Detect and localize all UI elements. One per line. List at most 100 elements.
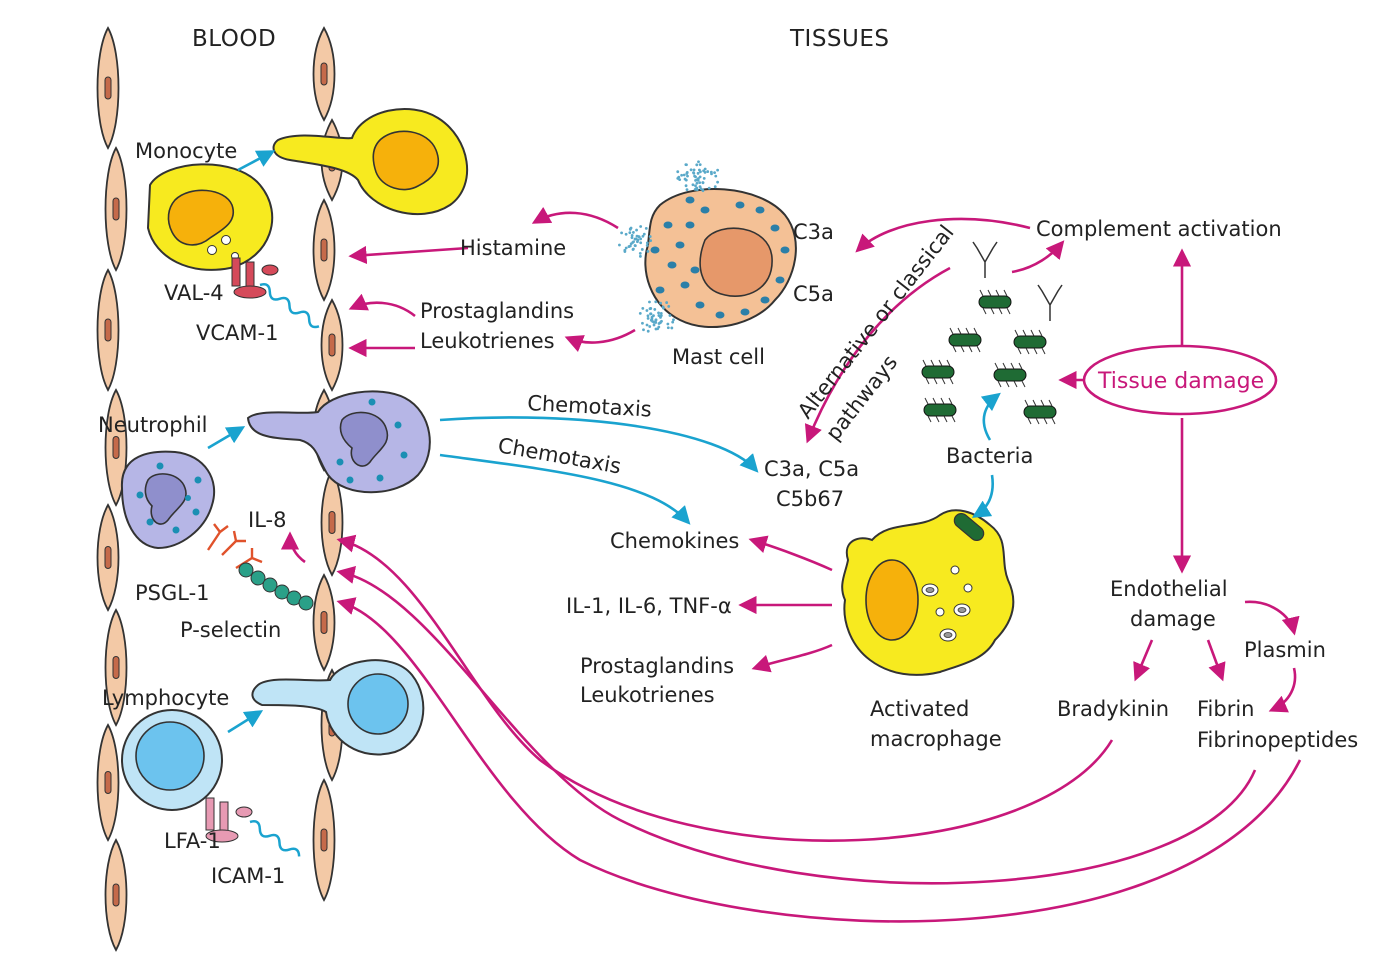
granule-dot: [646, 242, 649, 245]
granule-dot: [701, 181, 704, 184]
monocyte-transmigrating: [274, 109, 468, 214]
granule-dot: [678, 178, 681, 181]
granule-dot: [646, 324, 649, 327]
mast-granule: [676, 242, 685, 249]
label-lfa1: LFA-1: [164, 829, 221, 853]
granule-dot: [697, 160, 700, 163]
label-endothelial-1: Endothelial: [1110, 577, 1228, 601]
mast-granule: [761, 297, 770, 304]
label-c3a: C3a: [793, 220, 834, 244]
granule-dot: [618, 244, 621, 247]
mast-granule: [771, 225, 780, 232]
mast-granule: [696, 302, 705, 309]
granule-dot: [684, 178, 687, 181]
granule-dot: [699, 170, 702, 173]
granule-dot: [667, 305, 670, 308]
granule-dot: [669, 314, 672, 317]
granule-dot: [655, 318, 658, 321]
granule-dot: [714, 185, 717, 188]
endothelial-nucleus: [105, 77, 111, 99]
label-lymphocyte: Lymphocyte: [102, 686, 229, 710]
mast-granule: [716, 312, 725, 319]
mast-granule: [776, 277, 785, 284]
granule-dot: [625, 233, 628, 236]
granule-dot: [648, 301, 651, 304]
granule-dot: [666, 323, 669, 326]
endothelial-nucleus: [105, 319, 111, 341]
mast-granule: [651, 247, 660, 254]
granule-dot: [665, 301, 668, 304]
granule-dot: [631, 234, 634, 237]
granule-dot: [703, 177, 706, 180]
granule-dot: [641, 307, 644, 310]
icam1-coil: [248, 819, 302, 860]
granule-dot: [680, 174, 683, 177]
monocyte-cell: [148, 164, 272, 270]
lymphocyte-cell: [122, 710, 222, 810]
bacterium: [1024, 400, 1056, 424]
label-fibrinopeptides: Fibrinopeptides: [1197, 728, 1358, 752]
granule-dot: [706, 170, 709, 173]
granule-dot: [686, 188, 689, 191]
mast-granule: [656, 287, 665, 294]
granule-dot: [639, 225, 642, 228]
mast-granule: [736, 202, 745, 209]
endothelial-nucleus: [321, 829, 327, 851]
mast-granule: [756, 207, 765, 214]
label-neutrophil: Neutrophil: [98, 413, 208, 437]
label-bradykinin: Bradykinin: [1057, 697, 1169, 721]
granule-dot: [653, 324, 656, 327]
granule-dot: [676, 170, 679, 173]
blood-header: BLOOD: [192, 26, 276, 52]
granule-dot: [713, 171, 716, 174]
granule-dot: [693, 168, 696, 171]
mast-granule: [701, 207, 710, 214]
granule-dot: [645, 227, 648, 230]
granule-dot: [685, 184, 688, 187]
granule-dot: [649, 239, 652, 242]
label-prostaglandins-top: Prostaglandins: [420, 299, 574, 323]
label-chemokines: Chemokines: [610, 529, 739, 553]
endothelial-nucleus: [105, 547, 111, 569]
label-icam1: ICAM-1: [211, 864, 285, 888]
granule-dot: [677, 176, 680, 179]
bacterium: [979, 290, 1011, 314]
granule-dot: [630, 242, 633, 245]
granule-dot: [694, 184, 697, 187]
granule-dot: [649, 307, 652, 310]
granule-dot: [647, 314, 650, 317]
endothelial-nucleus: [321, 612, 327, 634]
mast-granule: [668, 262, 677, 269]
granule-dot: [632, 240, 635, 243]
granule-dot: [686, 171, 689, 174]
endothelial-nucleus: [329, 512, 335, 534]
label-complement-activation: Complement activation: [1036, 217, 1282, 241]
granule-dot: [641, 322, 644, 325]
tissues-header: TISSUES: [789, 26, 890, 52]
granule-dot: [716, 169, 719, 172]
granule-dot: [685, 163, 688, 166]
granule-dot: [704, 171, 707, 174]
label-endothelial-2: damage: [1130, 607, 1216, 631]
granule-dot: [649, 235, 652, 238]
endothelial-nucleus: [113, 198, 119, 220]
mast-granule: [781, 247, 790, 254]
granule-dot: [657, 311, 660, 314]
bacterium: [994, 363, 1026, 387]
granule-dot: [690, 168, 693, 171]
bacterium: [922, 360, 954, 384]
label-val4: VAL-4: [164, 281, 224, 305]
granule-dot: [620, 231, 623, 234]
mast-granule: [691, 267, 700, 274]
granule-dot: [628, 231, 631, 234]
granule-dot: [696, 182, 699, 185]
label-histamine: Histamine: [460, 236, 566, 260]
granule-dot: [704, 168, 707, 171]
mast-granule: [686, 222, 695, 229]
label-activated-1: Activated: [870, 697, 969, 721]
granule-dot: [643, 233, 646, 236]
label-pselectin: P-selectin: [180, 618, 281, 642]
endothelial-nucleus: [113, 884, 119, 906]
bacterium: [1014, 330, 1046, 354]
